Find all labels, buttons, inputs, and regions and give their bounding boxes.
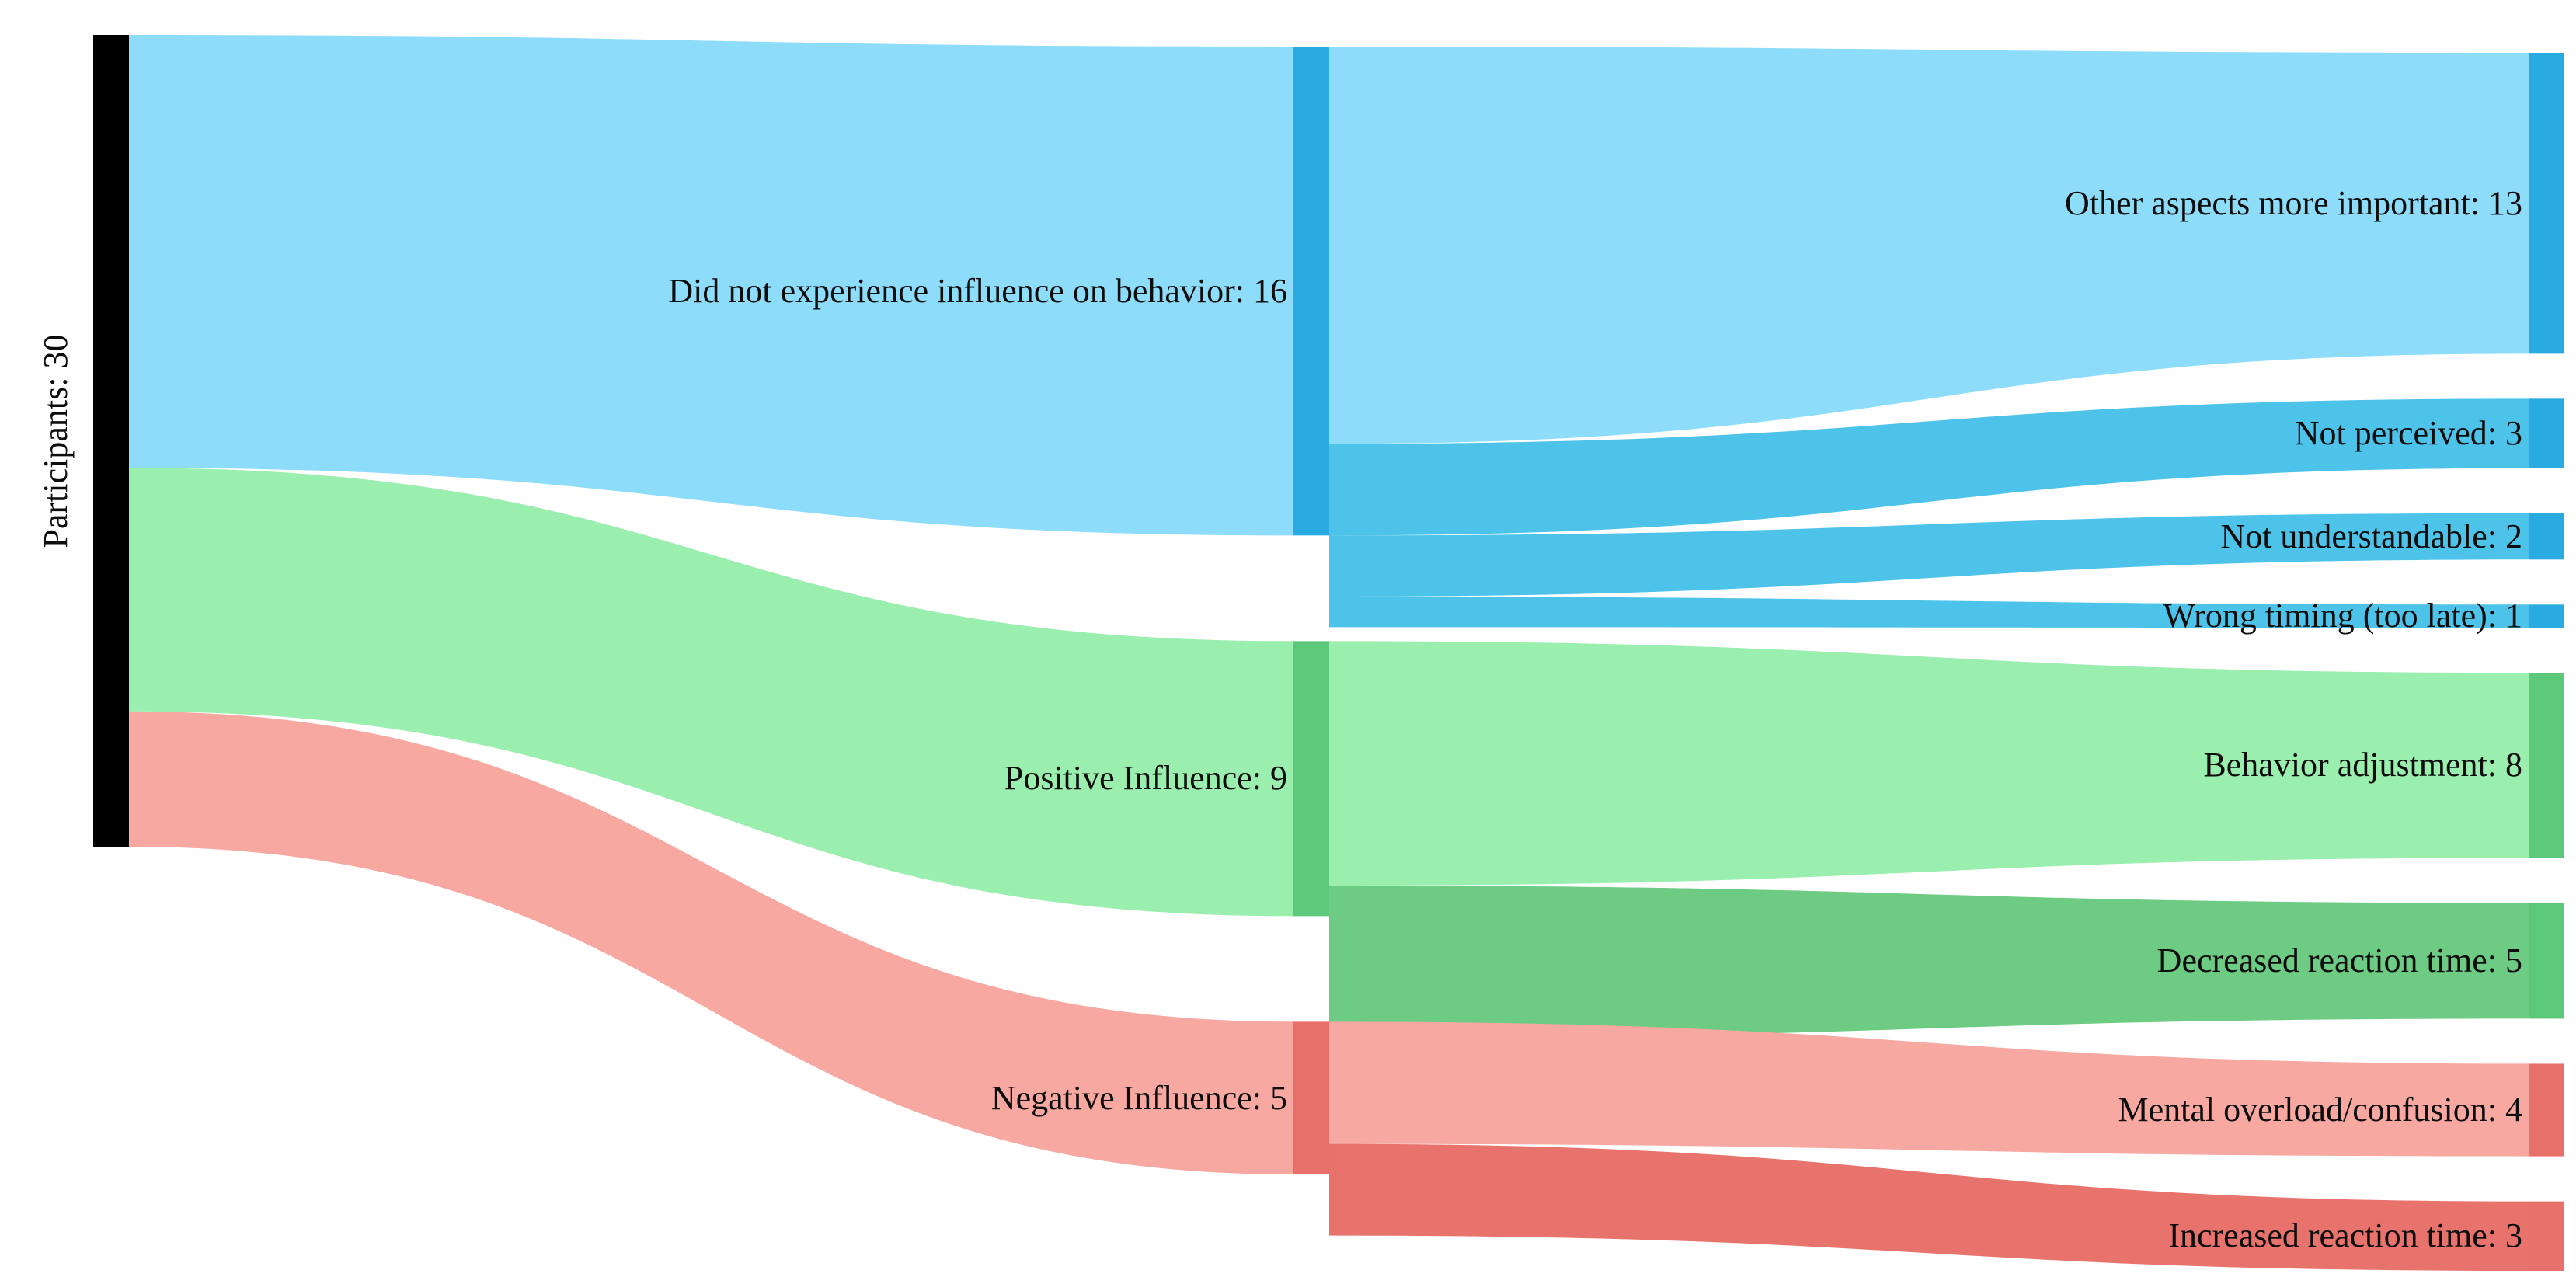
sankey-node-positive_influence[interactable] xyxy=(1293,641,1329,917)
sankey-links xyxy=(129,35,2529,1271)
sankey-link-participants-to-positive_influence xyxy=(129,468,1293,917)
sankey-node-negative_influence[interactable] xyxy=(1293,1021,1329,1174)
sankey-nodes xyxy=(93,35,2564,1271)
sankey-node-mental_overload[interactable] xyxy=(2529,1063,2564,1157)
sankey-link-positive_influence-to-decreased_reaction xyxy=(1329,886,2529,1039)
sankey-node-other_aspects[interactable] xyxy=(2529,53,2564,354)
sankey-link-negative_influence-to-mental_overload xyxy=(1329,1021,2529,1157)
sankey-node-increased_reaction[interactable] xyxy=(2529,1201,2564,1271)
sankey-node-not_understandable[interactable] xyxy=(2529,513,2564,560)
sankey-node-not_perceived[interactable] xyxy=(2529,398,2564,468)
sankey-link-participants-to-negative_influence xyxy=(129,711,1293,1174)
sankey-link-no_influence-to-wrong_timing xyxy=(1329,597,2529,628)
sankey-node-decreased_reaction[interactable] xyxy=(2529,903,2564,1019)
sankey-link-no_influence-to-other_aspects xyxy=(1329,47,2529,444)
sankey-link-no_influence-to-not_understandable xyxy=(1329,513,2529,597)
sankey-link-no_influence-to-not_perceived xyxy=(1329,398,2529,536)
sankey-node-behavior_adjustment[interactable] xyxy=(2529,673,2564,858)
sankey-node-participants[interactable] xyxy=(93,35,129,847)
sankey-node-wrong_timing[interactable] xyxy=(2529,604,2564,628)
sankey-link-negative_influence-to-increased_reaction xyxy=(1329,1143,2529,1271)
sankey-link-participants-to-no_influence xyxy=(129,35,1293,536)
sankey-link-positive_influence-to-behavior_adjustment xyxy=(1329,641,2529,886)
sankey-node-no_influence[interactable] xyxy=(1293,47,1329,536)
